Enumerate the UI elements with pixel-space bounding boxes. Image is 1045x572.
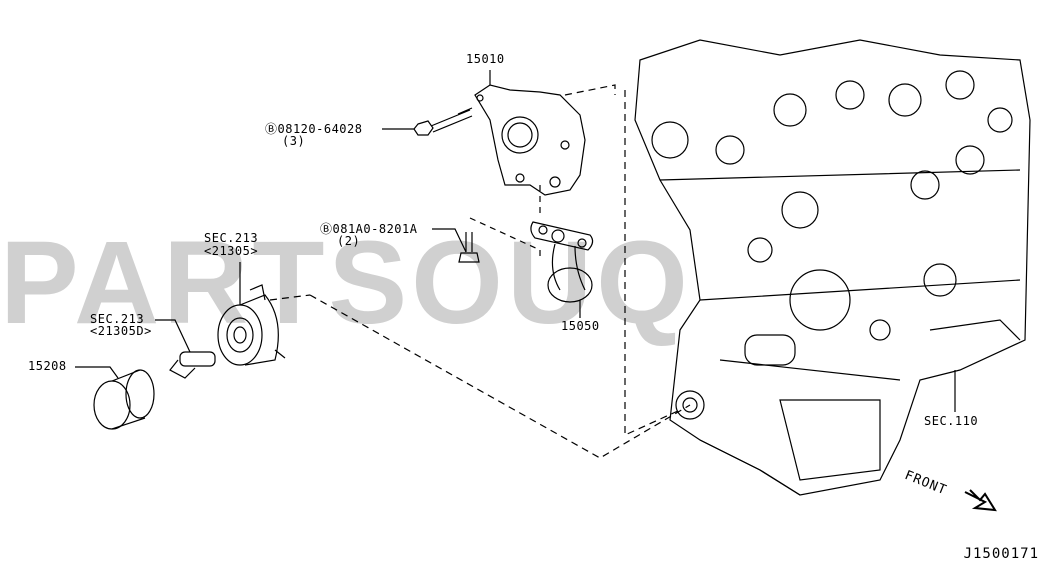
bolt-081A0-8201A[interactable]	[432, 228, 480, 263]
bolt-08120-64028[interactable]	[382, 107, 473, 136]
label-15010: 15010	[466, 52, 505, 66]
oil-cooler-21305[interactable]	[217, 262, 286, 366]
diagram-code: J1500171	[963, 546, 1039, 562]
oil-pump-15010[interactable]	[474, 70, 586, 196]
connector-21305D[interactable]	[155, 319, 216, 379]
label-bolt-08120-qty: (3)	[282, 134, 306, 148]
label-21305: <21305>	[204, 244, 259, 258]
front-arrow-icon	[964, 489, 997, 512]
label-21305D: <21305D>	[90, 324, 152, 338]
label-15050: 15050	[561, 319, 600, 333]
oil-strainer-15050[interactable]	[530, 221, 594, 318]
label-bolt-081A0: Ⓑ081A0-8201A	[320, 222, 418, 236]
oil-filter-15208[interactable]	[75, 366, 155, 430]
label-15208: 15208	[28, 359, 67, 373]
label-bolt-081A0-qty: (2)	[337, 234, 361, 248]
label-sec213-cooler: SEC.213	[204, 231, 259, 245]
label-sec110: SEC.110	[924, 414, 979, 428]
watermark: PARTSOUQ	[0, 217, 692, 349]
label-bolt-08120: Ⓑ08120-64028	[265, 122, 363, 136]
engine-block[interactable]	[634, 39, 1031, 496]
label-sec213-connector: SEC.213	[90, 312, 145, 326]
